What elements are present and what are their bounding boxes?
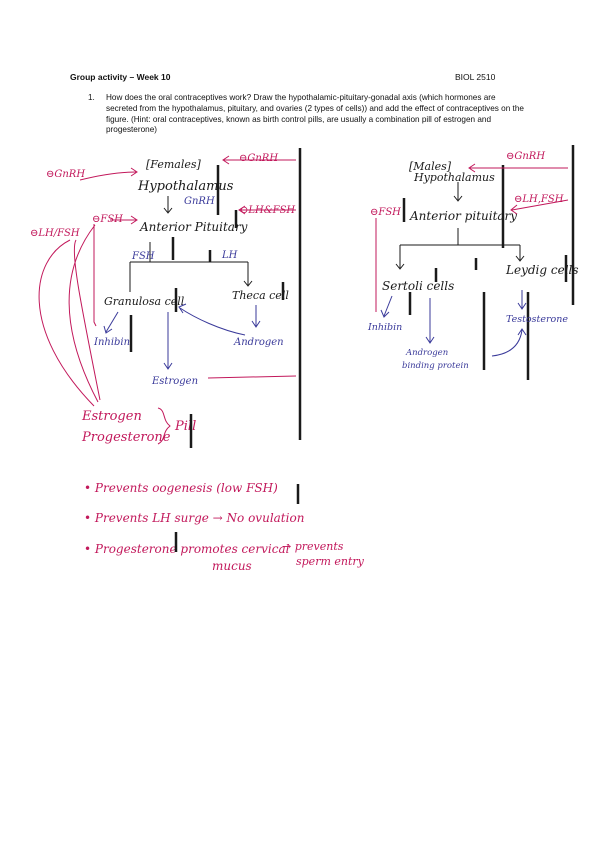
female-estrogen: Estrogen: [151, 376, 198, 387]
effect-2: • Prevents LH surge → No ovulation: [84, 511, 304, 525]
pill-brace: [157, 407, 171, 445]
female-granulosa-cell: Granulosa cell: [104, 295, 185, 308]
effect-3-arrow: → prevents: [282, 540, 344, 553]
neg-gnrh-left: ⊖GnRH: [46, 169, 85, 180]
male-inhibin: Inhibin: [367, 322, 402, 333]
male-neg-lh-fsh: ⊖LH,FSH: [514, 194, 564, 205]
question-text: How does the oral contraceptives work? D…: [106, 93, 524, 135]
female-fsh: FSH: [131, 251, 155, 262]
female-androgen: Androgen: [233, 337, 284, 348]
female-theca-cell: Theca cell: [232, 289, 289, 302]
pill-estrogen: Estrogen: [81, 409, 142, 424]
female-hypothalamus: Hypothalamus: [137, 179, 234, 194]
male-sertoli-cells: Sertoli cells: [382, 279, 454, 293]
male-anterior-pituitary: Anterior pituitary: [409, 209, 517, 223]
male-leydig-cells: Leydig cells: [505, 263, 579, 277]
effect-1: • Prevents oogenesis (low FSH): [84, 481, 278, 495]
neg-fsh: ⊖FSH: [92, 214, 123, 225]
female-lh: LH: [221, 250, 238, 261]
neg-lh-fsh-left: ⊖LH/FSH: [30, 228, 80, 239]
male-abp-line2: binding protein: [402, 361, 469, 371]
male-heading: [Males]: [409, 160, 452, 173]
male-arrows-blue: [380, 290, 527, 357]
male-labels-blue: Inhibin Testosterone Androgen binding pr…: [367, 314, 568, 371]
question-number: 1.: [88, 93, 95, 102]
page-header-title: Group activity – Week 10: [70, 72, 171, 82]
effects-list: • Prevents oogenesis (low FSH) • Prevent…: [84, 481, 365, 573]
male-neg-fsh: ⊖FSH: [370, 207, 401, 218]
effect-3-result: sperm entry: [296, 555, 365, 568]
female-gnrh: GnRH: [184, 196, 215, 207]
pill-progesterone: Progesterone: [81, 430, 171, 445]
male-testosterone: Testosterone: [506, 314, 568, 325]
male-abp-line1: Androgen: [405, 348, 448, 358]
female-feedback-arrows: [38, 155, 297, 407]
female-labels-blue: GnRH FSH LH Inhibin Androgen Estrogen: [93, 196, 284, 387]
female-diagram-lines: [129, 148, 302, 440]
female-inhibin: Inhibin: [93, 337, 130, 348]
male-diagram-lines: [395, 145, 575, 380]
female-heading: [Females]: [146, 158, 201, 171]
course-code: BIOL 2510: [455, 72, 496, 82]
male-feedback-arrows: [375, 163, 569, 312]
effect-3: • Progesterone promotes cervical: [84, 542, 290, 556]
female-labels-black: [Females] Hypothalamus Anterior Pituitar…: [104, 158, 289, 308]
pill-label: Pill: [174, 419, 196, 434]
male-hypothalamus: Hypothalamus: [413, 171, 495, 184]
female-arrows-blue: [103, 303, 261, 370]
pill-block: Estrogen Progesterone Pill: [81, 409, 196, 445]
male-labels-black: [Males] Hypothalamus Anterior pituitary …: [382, 160, 579, 293]
female-anterior-pituitary: Anterior Pituitary: [139, 220, 248, 234]
male-labels-red: ⊖GnRH ⊖FSH ⊖LH,FSH: [370, 151, 564, 218]
male-neg-gnrh: ⊖GnRH: [506, 151, 545, 162]
neg-gnrh-right: ⊖GnRH: [239, 153, 278, 164]
effect-3-cont: mucus: [212, 559, 252, 573]
